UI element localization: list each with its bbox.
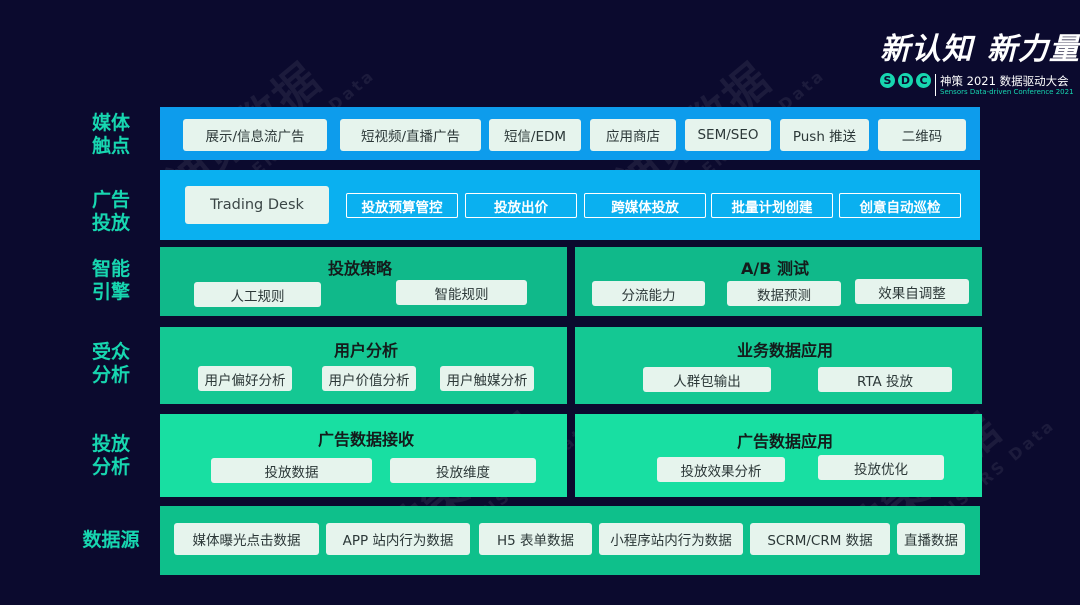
sdc-letter: C bbox=[916, 73, 931, 88]
media-touch-item: 展示/信息流广告 bbox=[183, 119, 327, 151]
media-touch-item: 应用商店 bbox=[590, 119, 676, 151]
panel-title: 广告数据应用 bbox=[736, 432, 833, 451]
row-label-delivery-analysis: 投放 分析 bbox=[91, 433, 130, 478]
media-touch-item: Push 推送 bbox=[780, 119, 869, 151]
media-touch-item: 短信/EDM bbox=[489, 119, 581, 151]
ad-delivery-item: 投放出价 bbox=[465, 193, 577, 218]
row-label-data-source: 数据源 bbox=[82, 529, 140, 551]
audience-item: 用户价值分析 bbox=[322, 366, 416, 391]
media-touch-item: 二维码 bbox=[878, 119, 966, 151]
sdc-letter: D bbox=[898, 73, 913, 88]
panel-title: 用户分析 bbox=[333, 341, 398, 360]
data-source-band: 媒体曝光点击数据 APP 站内行为数据 H5 表单数据 小程序站内行为数据 SC… bbox=[160, 506, 980, 575]
data-source-item: H5 表单数据 bbox=[479, 523, 592, 555]
audience-item: 人群包输出 bbox=[643, 367, 771, 392]
conference-name: 神策 2021 数据驱动大会 bbox=[940, 74, 1069, 88]
row-label-engine: 智能 引擎 bbox=[91, 258, 130, 303]
delivery-analysis-item: 投放效果分析 bbox=[657, 457, 785, 482]
panel-title: A/B 测试 bbox=[741, 259, 809, 278]
sdc-letter: S bbox=[880, 73, 895, 88]
row-label-audience: 受众 分析 bbox=[91, 341, 130, 386]
trading-desk-box: Trading Desk bbox=[185, 186, 329, 224]
data-source-item: APP 站内行为数据 bbox=[326, 523, 470, 555]
delivery-analysis-left-panel: 广告数据接收 投放数据 投放维度 bbox=[160, 414, 567, 497]
panel-title: 投放策略 bbox=[327, 259, 392, 278]
ad-delivery-item: 创意自动巡检 bbox=[839, 193, 961, 218]
conference-name-en: Sensors Data-driven Conference 2021 bbox=[940, 88, 1074, 96]
panel-title: 广告数据接收 bbox=[317, 430, 414, 449]
sdc-logo: S D C bbox=[880, 73, 931, 88]
media-touch-band: 展示/信息流广告 短视频/直播广告 短信/EDM 应用商店 SEM/SEO Pu… bbox=[160, 107, 980, 160]
engine-item: 人工规则 bbox=[194, 282, 321, 307]
data-source-item: SCRM/CRM 数据 bbox=[750, 523, 890, 555]
audience-item: 用户偏好分析 bbox=[198, 366, 292, 391]
conference-slogan: 新认知新力量 bbox=[880, 32, 1080, 67]
row-label-media-touch: 媒体 触点 bbox=[91, 112, 130, 157]
engine-item: 分流能力 bbox=[592, 281, 705, 306]
ad-delivery-band: Trading Desk 投放预算管控 投放出价 跨媒体投放 批量计划创建 创意… bbox=[160, 170, 980, 240]
data-source-item: 媒体曝光点击数据 bbox=[174, 523, 319, 555]
ad-delivery-item: 投放预算管控 bbox=[346, 193, 458, 218]
engine-item: 效果自调整 bbox=[855, 279, 969, 304]
audience-left-panel: 用户分析 用户偏好分析 用户价值分析 用户触媒分析 bbox=[160, 327, 567, 404]
data-source-item: 小程序站内行为数据 bbox=[599, 523, 743, 555]
engine-right-panel: A/B 测试 分流能力 数据预测 效果自调整 bbox=[575, 247, 982, 316]
delivery-analysis-item: 投放优化 bbox=[818, 455, 944, 480]
audience-item: 用户触媒分析 bbox=[440, 366, 534, 391]
audience-item: RTA 投放 bbox=[818, 367, 952, 392]
data-source-item: 直播数据 bbox=[897, 523, 965, 555]
engine-item: 智能规则 bbox=[396, 280, 527, 305]
row-label-ad-delivery: 广告 投放 bbox=[91, 189, 130, 234]
ad-delivery-item: 跨媒体投放 bbox=[584, 193, 706, 218]
engine-item: 数据预测 bbox=[727, 281, 841, 306]
delivery-analysis-item: 投放维度 bbox=[390, 458, 536, 483]
panel-title: 业务数据应用 bbox=[736, 341, 833, 360]
engine-left-panel: 投放策略 人工规则 智能规则 bbox=[160, 247, 567, 316]
ad-delivery-item: 批量计划创建 bbox=[711, 193, 833, 218]
audience-right-panel: 业务数据应用 人群包输出 RTA 投放 bbox=[575, 327, 982, 404]
logo-divider bbox=[935, 74, 936, 96]
delivery-analysis-right-panel: 广告数据应用 投放效果分析 投放优化 bbox=[575, 414, 982, 497]
delivery-analysis-item: 投放数据 bbox=[211, 458, 372, 483]
media-touch-item: SEM/SEO bbox=[685, 119, 771, 151]
media-touch-item: 短视频/直播广告 bbox=[340, 119, 481, 151]
